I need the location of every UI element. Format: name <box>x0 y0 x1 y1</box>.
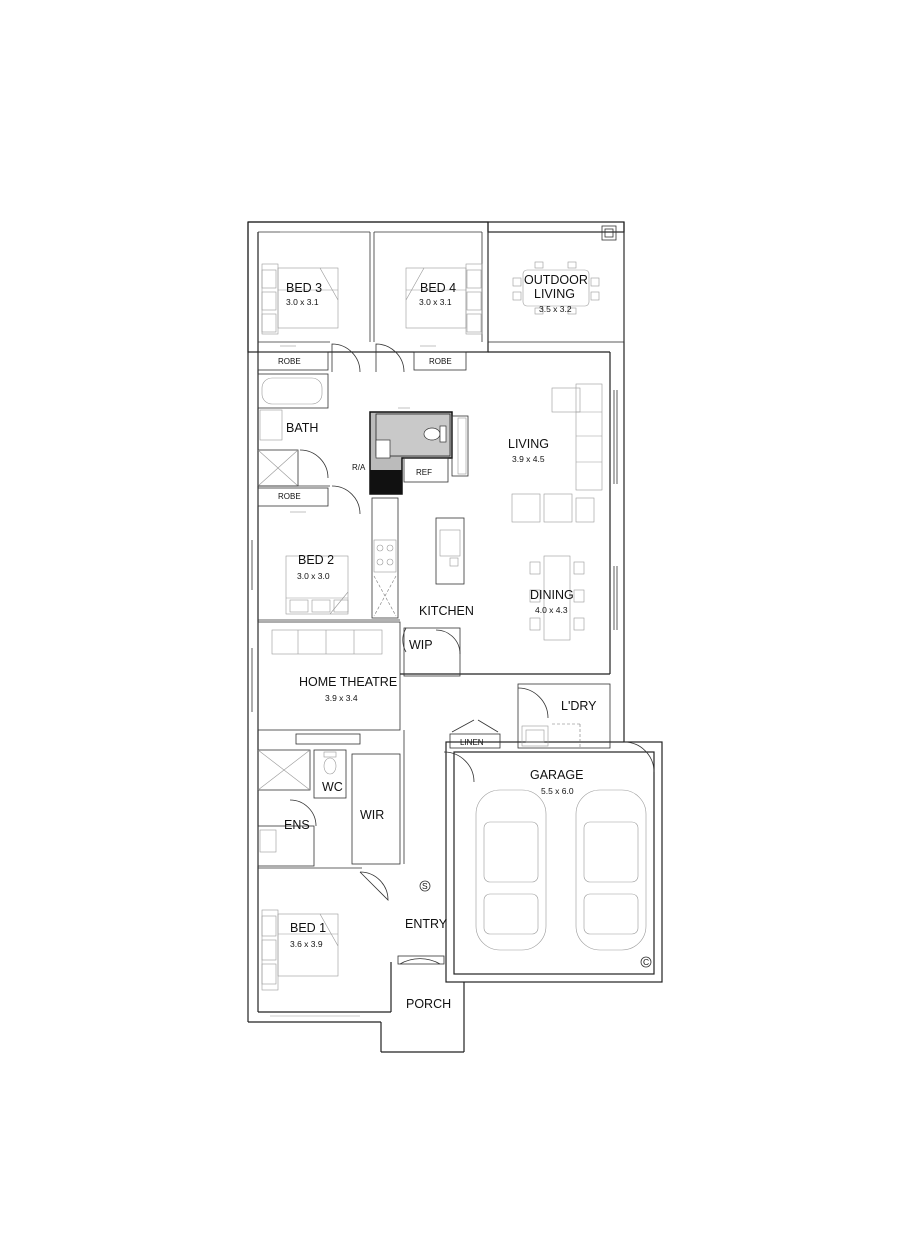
wc-name: WC <box>322 780 343 794</box>
robe-label-1: ROBE <box>278 357 301 366</box>
garage-size: 5.5 x 6.0 <box>541 786 574 796</box>
ra-label: R/A <box>352 463 366 472</box>
bath-name: BATH <box>286 421 318 435</box>
bed1-size: 3.6 x 3.9 <box>290 939 323 949</box>
ldry-name: L'DRY <box>561 699 597 713</box>
entry-name: ENTRY <box>405 917 448 931</box>
c-symbol: C <box>643 957 649 967</box>
wir-name: WIR <box>360 808 384 822</box>
entry-porch <box>397 880 445 965</box>
dining-table <box>529 555 618 641</box>
kitchen-name: KITCHEN <box>419 604 474 618</box>
home-theatre <box>251 621 401 745</box>
powder-room <box>369 407 469 495</box>
bed-2 <box>251 540 400 621</box>
dining-size: 4.0 x 4.3 <box>535 605 568 615</box>
home-theatre-size: 3.9 x 3.4 <box>325 693 358 703</box>
bed3-size: 3.0 x 3.1 <box>286 297 319 307</box>
bed4-size: 3.0 x 3.1 <box>419 297 452 307</box>
bed3-name: BED 3 <box>286 281 322 295</box>
bed4-name: BED 4 <box>420 281 456 295</box>
ensuite <box>257 730 405 867</box>
wip-name: WIP <box>409 638 433 652</box>
outdoor-size: 3.5 x 3.2 <box>539 304 572 314</box>
exterior-walls <box>247 221 663 1053</box>
room-labels: BED 3 3.0 x 3.1 BED 4 3.0 x 3.1 OUTDOOR … <box>278 273 649 1011</box>
bed-3 <box>257 231 371 373</box>
living-size: 3.9 x 4.5 <box>512 454 545 464</box>
linen-label: LINEN <box>460 738 484 747</box>
bed1-name: BED 1 <box>290 921 326 935</box>
laundry <box>449 683 655 773</box>
living-name: LIVING <box>508 437 549 451</box>
s-symbol: S <box>422 881 428 891</box>
garage-name: GARAGE <box>530 768 584 782</box>
porch-name: PORCH <box>406 997 451 1011</box>
dining-name: DINING <box>530 588 574 602</box>
bathroom <box>257 373 361 515</box>
bed-4 <box>373 231 483 373</box>
bed-1 <box>258 867 389 1017</box>
ref-label: REF <box>416 468 432 477</box>
door-swings <box>402 627 475 783</box>
robe-label-2: ROBE <box>429 357 452 366</box>
garage-cars <box>475 789 652 968</box>
living-furniture <box>511 383 618 523</box>
bed2-size: 3.0 x 3.0 <box>297 571 330 581</box>
robe-label-3: ROBE <box>278 492 301 501</box>
ens-name: ENS <box>284 818 310 832</box>
kitchen-fixtures <box>371 497 465 677</box>
outdoor-living-area <box>487 225 625 343</box>
outdoor-name-2: LIVING <box>534 287 575 301</box>
bed2-name: BED 2 <box>298 553 334 567</box>
home-theatre-name: HOME THEATRE <box>299 675 397 689</box>
outdoor-name-1: OUTDOOR <box>524 273 588 287</box>
